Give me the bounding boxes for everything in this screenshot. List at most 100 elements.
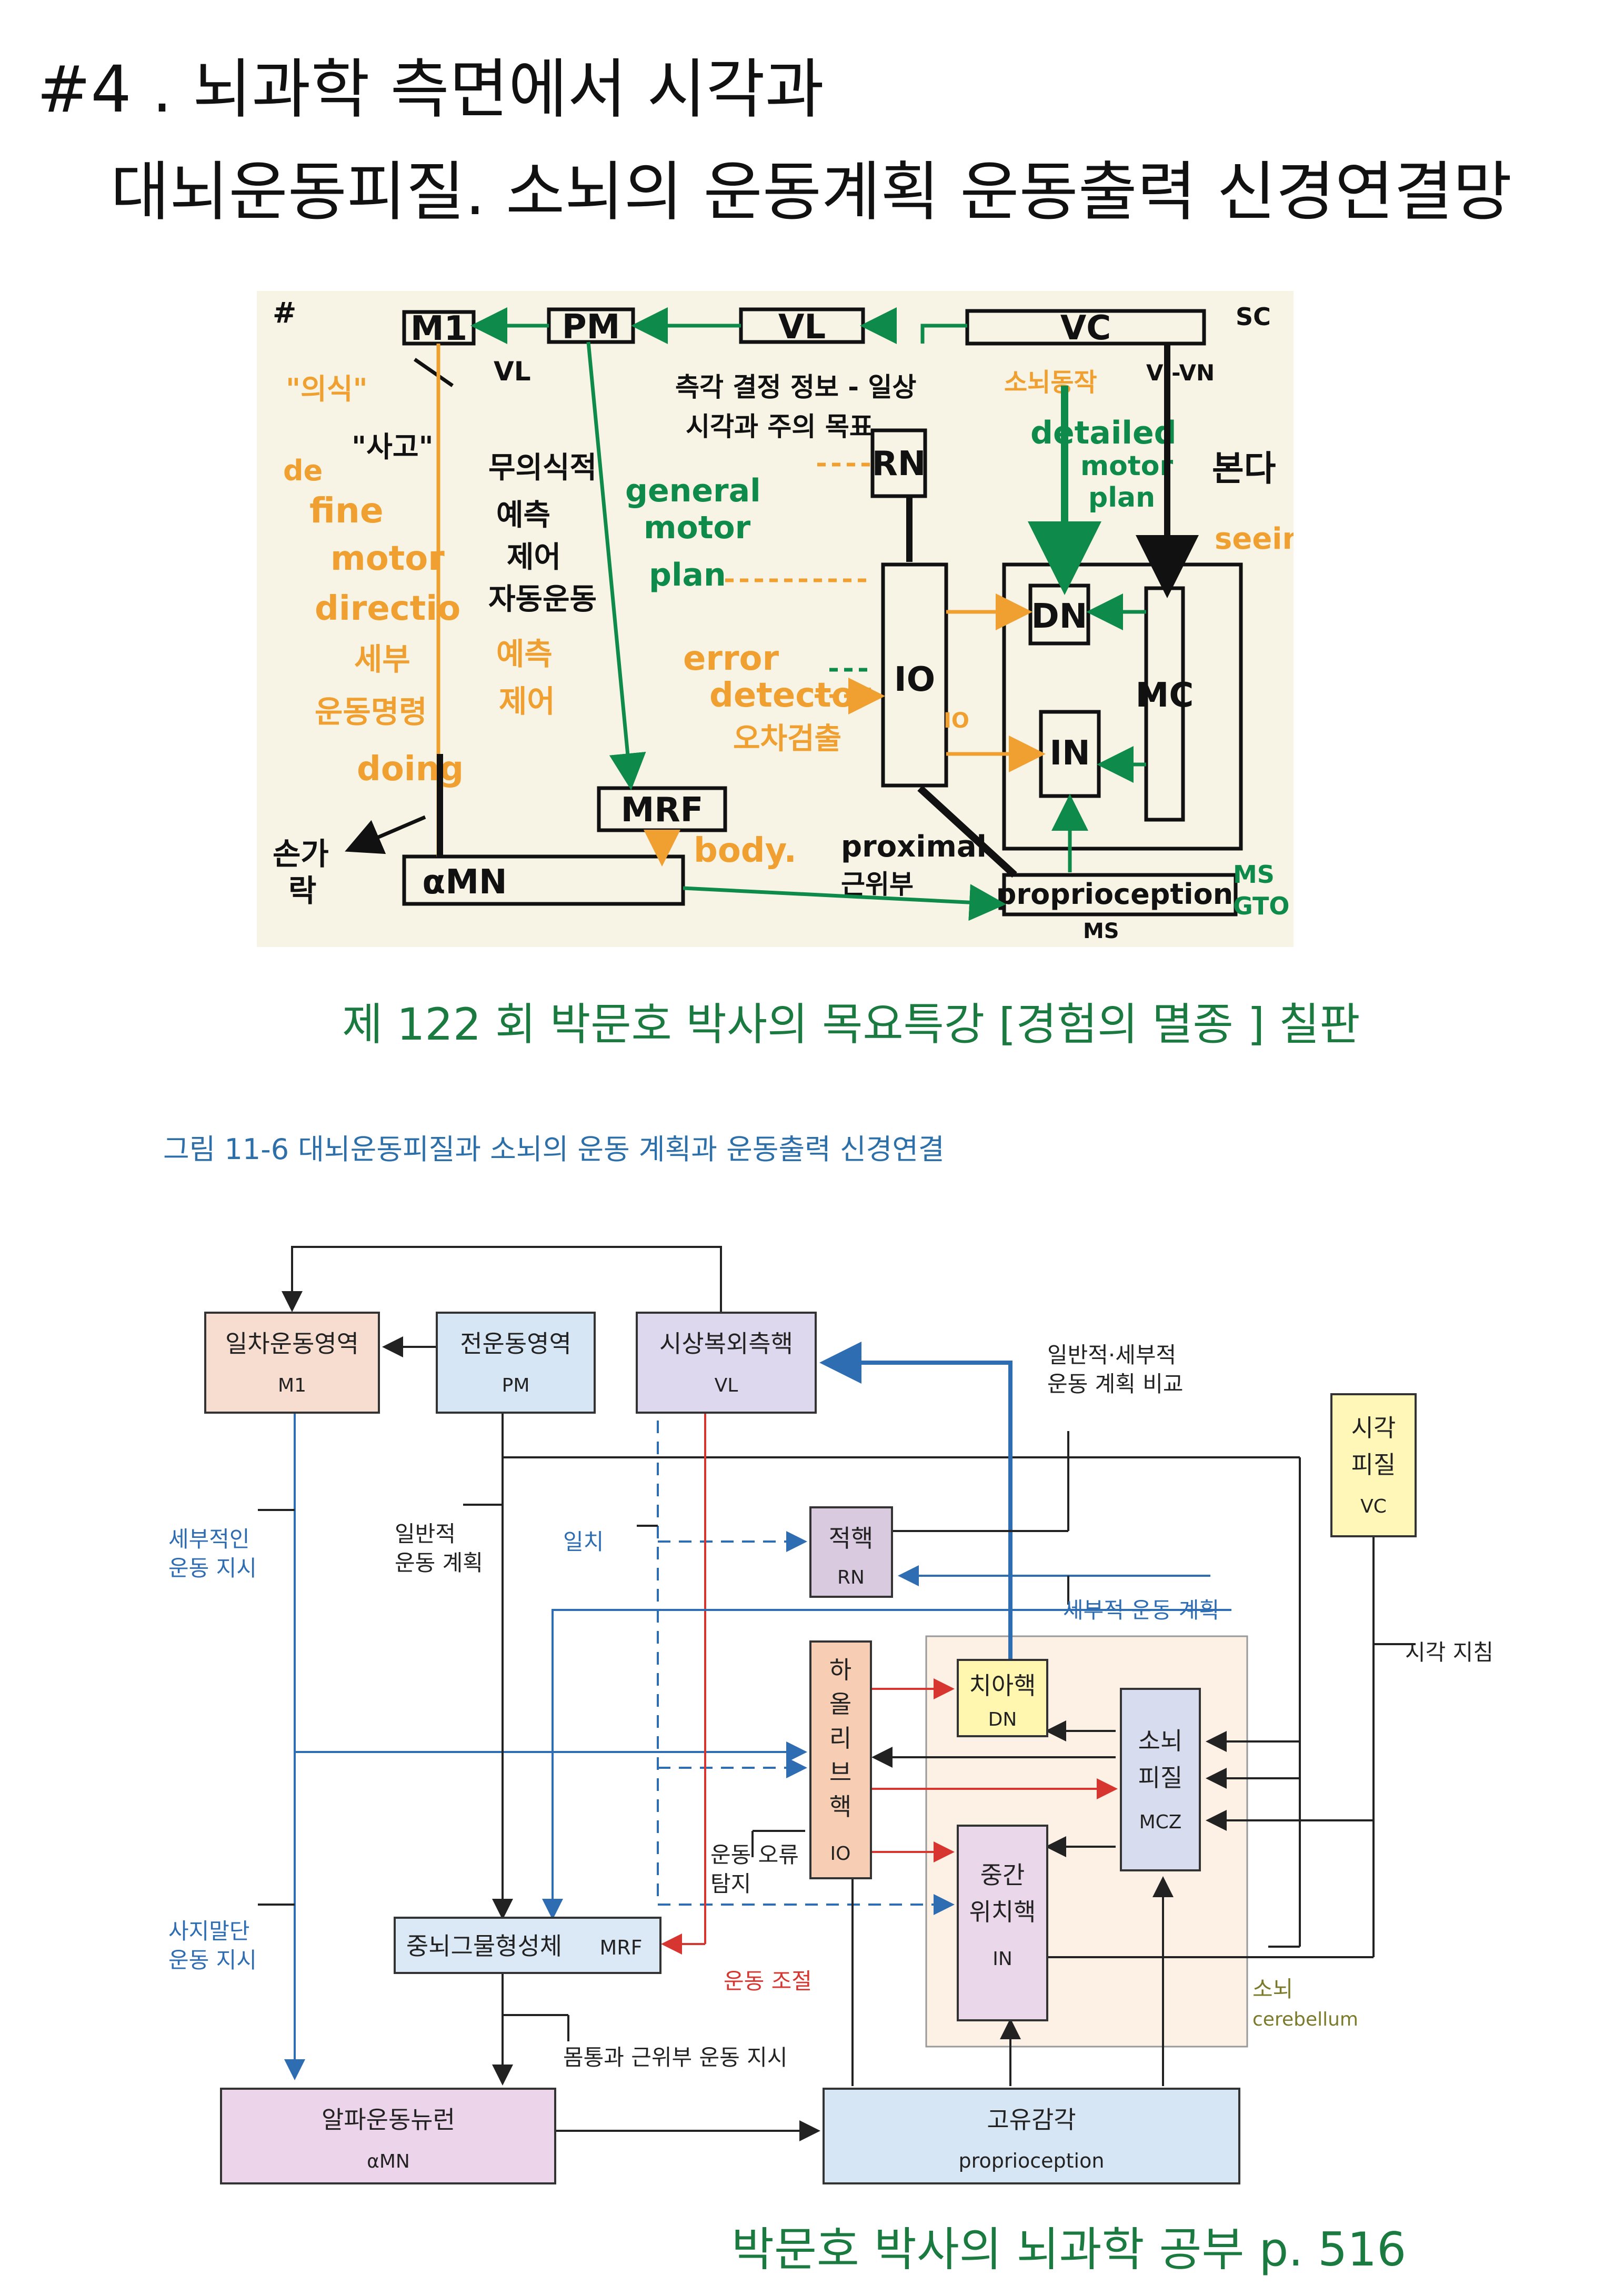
wb-body: body.: [694, 831, 797, 870]
label-error1: 운동 오류: [710, 1842, 799, 1868]
label-visual: 시각 지침: [1405, 1639, 1493, 1665]
wb-dn-label: DN: [1031, 597, 1088, 636]
in-ko1: 중간: [980, 1861, 1025, 1889]
box-vl: [636, 1312, 817, 1414]
label-fine1: 세부적인: [168, 1526, 250, 1552]
wb-pm-label: PM: [562, 308, 620, 347]
wb-vl-label: VL: [778, 308, 826, 347]
pm-en: PM: [502, 1375, 530, 1396]
wb-sonkak2: 락: [288, 873, 316, 909]
label-cerebellum-en: cerebellum: [1252, 2009, 1358, 2030]
dn-ko: 치아핵: [969, 1671, 1036, 1700]
proprio-ko: 고유감각: [987, 2106, 1076, 2134]
book-caption: 박문호 박사의 뇌과학 공부 p. 516: [731, 2222, 1407, 2277]
wb-plan2: plan: [1088, 482, 1155, 513]
wb-sago: "사고": [352, 430, 434, 464]
wb-muisik3: 제어: [507, 540, 561, 575]
mrf-en: MRF: [599, 1936, 642, 1959]
wb-cheukgak2: 시각과 주의 목표: [686, 411, 874, 442]
wb-proprio-label: proprioception: [996, 878, 1233, 911]
wb-vc-label: VC: [1060, 309, 1111, 348]
rn-ko: 적핵: [829, 1524, 874, 1553]
wb-io-note: IO: [944, 709, 969, 733]
wb-mc-label: MC: [1136, 676, 1194, 715]
wb-seeing: seeing: [1215, 522, 1294, 556]
wb-fine: fine: [309, 490, 384, 531]
in-ko2: 위치핵: [969, 1898, 1036, 1926]
mcz-en: MCZ: [1139, 1811, 1182, 1833]
wb-motor3: motor: [1080, 450, 1173, 482]
io-char-0: 하: [829, 1656, 851, 1684]
box-rn: [809, 1506, 893, 1598]
wb-mrf-label: MRF: [621, 791, 704, 830]
wb-yecheuk: 예측: [496, 636, 553, 672]
wb-bongda: 본다: [1212, 448, 1276, 489]
wb-doing: doing: [357, 750, 464, 789]
label-cerebellum-ko: 소뇌: [1252, 1976, 1293, 2002]
pm-ko: 전운동영역: [460, 1330, 572, 1358]
whiteboard-sketch: M1 PM VL VC RN IO DN IN MC MRF αMN propr…: [257, 291, 1294, 947]
label-general2: 운동 계획: [395, 1550, 483, 1576]
label-distal2: 운동 지시: [168, 1947, 257, 1973]
wb-muisik2: 예측: [496, 498, 550, 532]
wb-amn-label: αMN: [422, 863, 507, 902]
wb-vi-vn: VI-VN: [1146, 360, 1215, 386]
wb-general: general: [625, 472, 761, 509]
label-compare1: 일반적·세부적: [1047, 1342, 1176, 1368]
wb-in-label: IN: [1049, 734, 1090, 773]
vc-ko1: 시각: [1351, 1414, 1396, 1442]
amn-en: αMN: [367, 2151, 410, 2172]
wb-undong: 운동명령: [315, 694, 427, 730]
wb-uisik: "의식": [286, 372, 368, 406]
wb-sebu: 세부: [354, 641, 410, 677]
wb-jeeo: 제어: [499, 683, 555, 719]
proprio-en: proprioception: [959, 2149, 1105, 2172]
mcz-ko1: 소뇌: [1138, 1727, 1183, 1755]
wb-gto: GTO: [1233, 892, 1289, 920]
m1-ko: 일차운동영역: [225, 1330, 359, 1358]
page-title-line1: #4 . 뇌과학 측면에서 시각과: [37, 52, 825, 127]
io-char-1: 올: [829, 1690, 851, 1718]
box-in: [957, 1825, 1048, 2021]
page-title-line2: 대뇌운동피질. 소뇌의 운동계획 운동출력 신경연결망: [111, 155, 1512, 229]
label-distal1: 사지말단: [168, 1918, 250, 1944]
wb-motor: motor: [330, 539, 445, 578]
amn-ko: 알파운동뉴런: [322, 2106, 455, 2134]
mcz-ko2: 피질: [1138, 1764, 1183, 1792]
wb-motor2: motor: [644, 509, 751, 546]
wb-vl-arrow-label: VL: [494, 356, 531, 387]
wb-cheukgak1: 측각 결정 정보 - 일상: [675, 372, 916, 402]
wb-hash: #: [273, 296, 296, 329]
sketch-caption: 제 122 회 박문호 박사의 목요특강 [경험의 멸종 ] 칠판: [342, 999, 1360, 1050]
wb-direction: directio: [315, 589, 460, 628]
io-en: IO: [830, 1843, 851, 1865]
label-general1: 일반적: [395, 1521, 456, 1547]
label-trunk: 몸통과 근위부 운동 지시: [563, 2045, 787, 2070]
box-amn: [220, 2088, 556, 2184]
in-en: IN: [993, 1948, 1013, 1970]
io-char-3: 브: [829, 1758, 851, 1787]
wb-sc: SC: [1236, 303, 1271, 331]
wb-plan: plan: [649, 557, 726, 593]
label-error2: 탐지: [710, 1871, 751, 1897]
wb-error: error: [683, 639, 779, 678]
box-mcz: [1120, 1688, 1201, 1871]
wb-detailed: detailed: [1030, 415, 1177, 451]
io-char-4: 핵: [829, 1793, 851, 1821]
box-vc: [1330, 1393, 1417, 1537]
mrf-ko: 중뇌그물형성체: [406, 1932, 562, 1960]
wb-sodong: 소뇌동작: [1004, 368, 1097, 397]
box-io: [809, 1640, 872, 1879]
wb-m1-label: M1: [410, 309, 467, 348]
figure-title: 그림 11-6 대뇌운동피질과 소뇌의 운동 계획과 운동출력 신경연결: [163, 1133, 945, 1166]
wb-rn-label: RN: [872, 445, 926, 484]
wb-io-label: IO: [894, 660, 935, 699]
label-fine2: 운동 지시: [168, 1555, 257, 1581]
io-char-2: 리: [829, 1724, 851, 1753]
box-dn: [957, 1659, 1048, 1737]
wb-ocha: 오차검출: [733, 722, 841, 756]
box-mrf: [394, 1917, 661, 1974]
box-proprio: [823, 2088, 1240, 2184]
label-detailed-plan: 세부적 운동 계획: [1063, 1597, 1219, 1623]
vl-ko: 시상복외측핵: [659, 1330, 793, 1358]
